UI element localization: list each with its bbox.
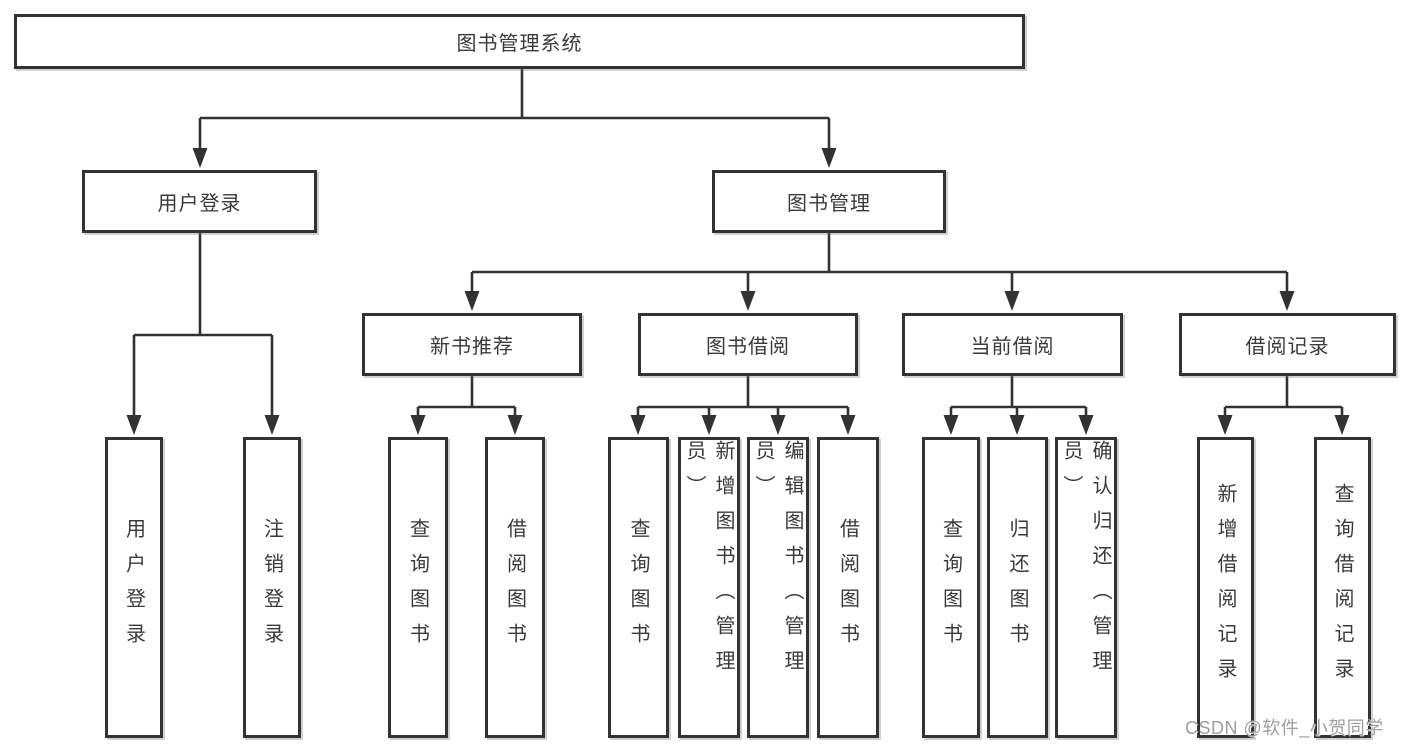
node-label: 编辑图书（管理员） xyxy=(752,440,803,685)
node-add-borrow-record: 新增借阅记录 xyxy=(1197,437,1254,738)
connector-book-management-to-level2 xyxy=(464,233,1295,311)
node-label: 借阅记录 xyxy=(1245,336,1330,358)
node-label: 查询图书 xyxy=(627,517,649,658)
node-label: 新增图书（管理员） xyxy=(683,440,734,685)
node-label: 查询图书 xyxy=(406,517,429,658)
node-query-borrow-record: 查询借阅记录 xyxy=(1314,437,1371,738)
node-edit-books-admin: 编辑图书（管理员） xyxy=(747,437,809,738)
connector-user-login-to-leaves xyxy=(126,233,280,435)
connector-book-borrowing-to-leaves xyxy=(630,376,856,435)
node-label: 归还图书 xyxy=(1006,517,1028,658)
node-label: 图书借阅 xyxy=(706,336,790,358)
node-query-books-current: 查询图书 xyxy=(922,437,980,738)
node-query-books-borrowing: 查询图书 xyxy=(608,437,669,738)
node-borrow-books-recommend: 借阅图书 xyxy=(485,437,545,738)
node-user-login-branch: 用户登录 xyxy=(82,170,317,233)
csdn-watermark: CSDN @软件_小贺同学 xyxy=(1185,718,1384,738)
node-library-management-system: 图书管理系统 xyxy=(14,14,1025,69)
node-user-login: 用户登录 xyxy=(105,437,163,738)
connector-current-borrowing-to-leaves xyxy=(943,376,1094,435)
node-label: 用户登录 xyxy=(122,517,145,658)
node-label: 图书管理系统 xyxy=(456,33,583,55)
node-label: 当前借阅 xyxy=(970,336,1055,358)
node-label: 查询图书 xyxy=(939,517,962,658)
node-return-books: 归还图书 xyxy=(987,437,1048,738)
node-label: 查询借阅记录 xyxy=(1331,482,1353,693)
node-borrow-books: 借阅图书 xyxy=(817,437,879,738)
connector-new-book-recommend-to-leaves xyxy=(410,376,523,435)
node-book-management: 图书管理 xyxy=(712,170,946,233)
node-label: 图书管理 xyxy=(787,193,871,215)
node-current-borrowing: 当前借阅 xyxy=(902,313,1123,376)
node-query-books-recommend: 查询图书 xyxy=(388,437,448,738)
node-confirm-return-admin: 确认归还（管理员） xyxy=(1055,437,1117,738)
connector-borrowing-records-to-leaves xyxy=(1217,376,1350,435)
node-label: 确认归还（管理员） xyxy=(1060,440,1111,685)
node-book-borrowing: 图书借阅 xyxy=(638,313,858,376)
node-label: 新增借阅记录 xyxy=(1214,482,1236,693)
node-label: 借阅图书 xyxy=(836,517,859,658)
node-label: 新书推荐 xyxy=(430,336,514,358)
node-add-books-admin: 新增图书（管理员） xyxy=(678,437,740,738)
node-label: 借阅图书 xyxy=(503,517,526,658)
node-label: 用户登录 xyxy=(157,193,242,215)
connector-root-to-level1 xyxy=(192,69,837,168)
node-borrowing-records: 借阅记录 xyxy=(1179,313,1396,376)
node-new-book-recommend: 新书推荐 xyxy=(362,313,582,376)
node-logout: 注销登录 xyxy=(243,437,301,738)
node-label: 注销登录 xyxy=(260,517,283,658)
